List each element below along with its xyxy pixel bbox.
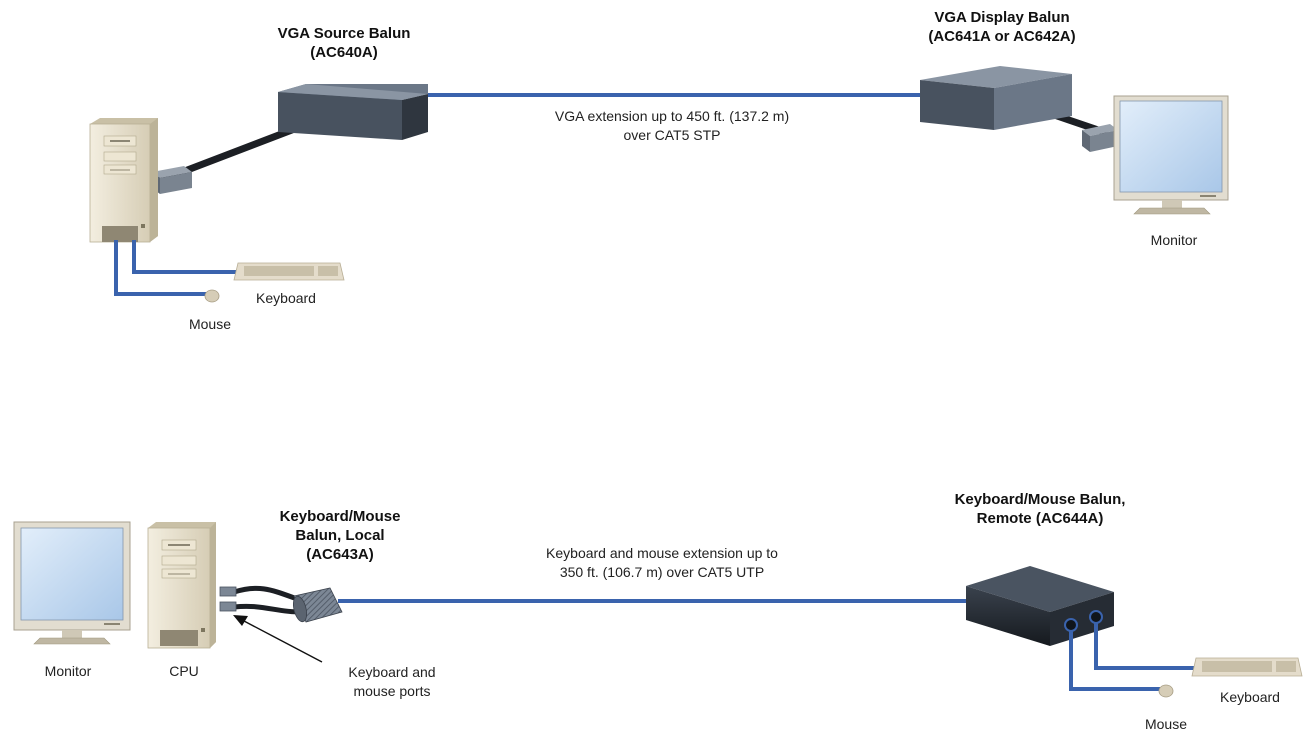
ports-label-line2: mouse ports	[353, 683, 430, 699]
bottom-keyboard	[1191, 657, 1303, 677]
monitor-vga-connector	[1082, 124, 1118, 152]
kvm-remote-balun	[966, 566, 1114, 646]
bottom-cpu-tower	[147, 522, 216, 649]
kvm-link-label-line2: 350 ft. (106.7 m) over CAT5 UTP	[560, 564, 764, 580]
vga-link-label-line2: over CAT5 STP	[624, 127, 721, 143]
source-balun-model: (AC640A)	[310, 44, 378, 61]
mouse-port-plug	[219, 601, 237, 612]
ports-pointer-arrow	[233, 615, 323, 663]
bottom-cpu-label: CPU	[169, 663, 199, 679]
source-balun-title: VGA Source Balun	[278, 25, 411, 42]
top-mouse	[204, 289, 220, 303]
kvm-local-cable-2	[233, 603, 301, 615]
local-balun-subtitle: Balun, Local	[295, 527, 384, 544]
kb-port-plug	[219, 586, 237, 597]
kvm-link-label-line1: Keyboard and mouse extension up to	[546, 545, 778, 561]
bottom-mouse-label: Mouse	[1145, 716, 1187, 732]
bottom-monitor	[13, 521, 131, 645]
bottom-mouse-cable	[1069, 631, 1160, 691]
bottom-mouse	[1158, 684, 1174, 698]
kvm-local-cable-1	[233, 585, 301, 603]
top-monitor	[1113, 95, 1229, 215]
display-balun-title: VGA Display Balun	[934, 9, 1069, 26]
vga-display-balun	[920, 66, 1072, 130]
bottom-keyboard-cable	[1094, 623, 1196, 670]
ports-label-line1: Keyboard and	[348, 664, 435, 680]
source-pc-tower	[89, 118, 158, 243]
vga-source-balun	[278, 84, 428, 140]
top-keyboard-label: Keyboard	[256, 290, 316, 306]
vga-link-label-line1: VGA extension up to 450 ft. (137.2 m)	[555, 108, 789, 124]
top-mouse-cable	[114, 240, 206, 296]
remote-balun-model: Remote (AC644A)	[977, 510, 1104, 527]
top-mouse-label: Mouse	[189, 316, 231, 332]
top-keyboard-cable	[132, 240, 238, 274]
remote-balun-title: Keyboard/Mouse Balun,	[955, 491, 1126, 508]
bottom-keyboard-label: Keyboard	[1220, 689, 1280, 705]
top-monitor-label: Monitor	[1151, 232, 1198, 248]
kvm-local-balun	[292, 587, 343, 623]
top-keyboard	[233, 262, 345, 281]
bottom-monitor-label: Monitor	[45, 663, 92, 679]
display-balun-model: (AC641A or AC642A)	[928, 28, 1075, 45]
local-balun-model: (AC643A)	[306, 546, 374, 563]
local-balun-title: Keyboard/Mouse	[280, 508, 401, 525]
